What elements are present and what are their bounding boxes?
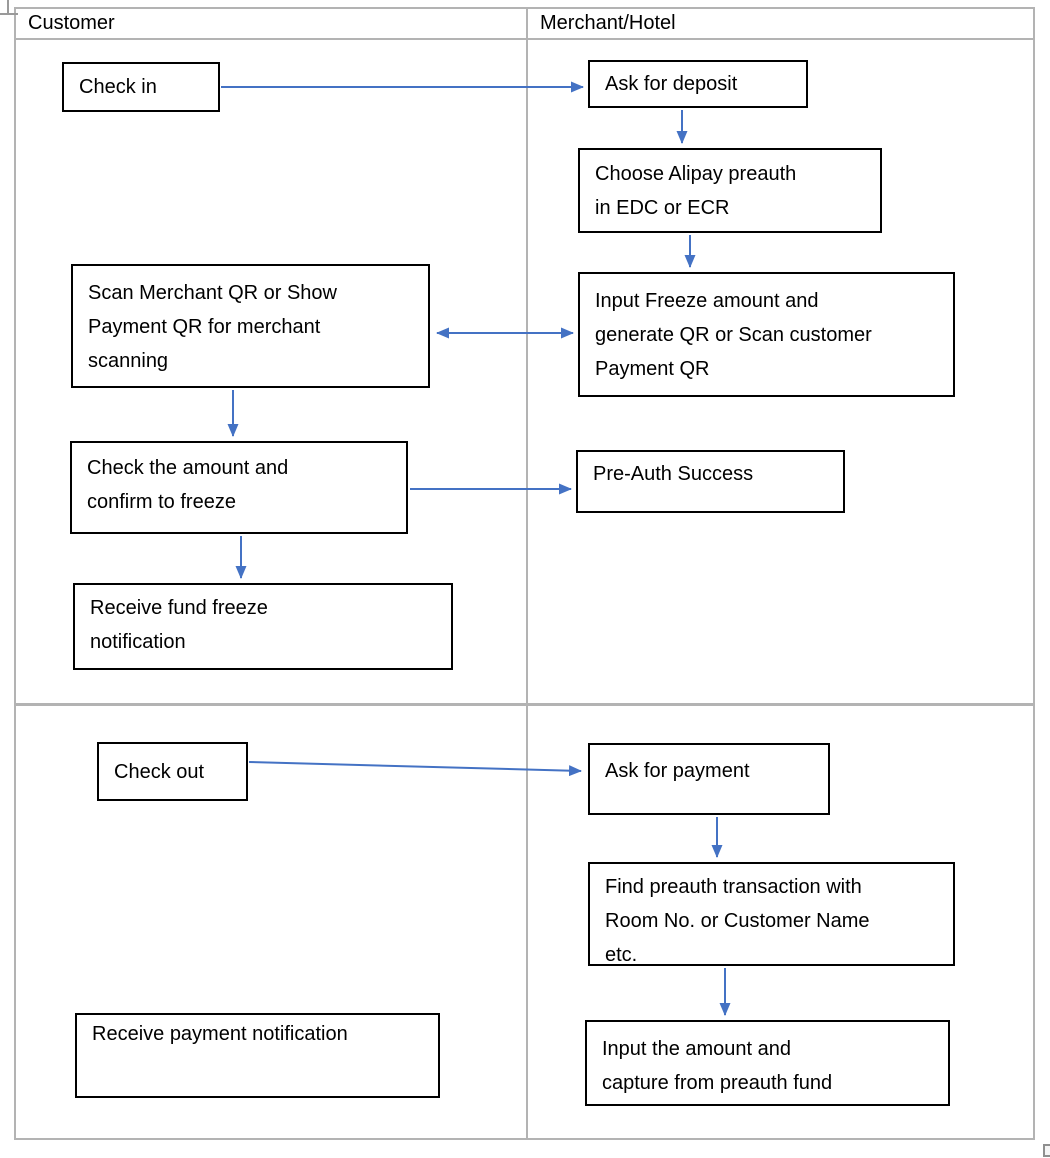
- flow-box-label: Pre-Auth Success: [593, 463, 754, 485]
- flow-box-label: Ask for payment: [605, 760, 750, 782]
- flow-box-label: Choose Alipay preauth: [595, 163, 797, 185]
- flow-box-input-amount-capture: Input the amount and capture from preaut…: [585, 1020, 950, 1106]
- flow-box-label: etc.: [605, 944, 638, 966]
- flow-box-label: Check the amount and: [87, 457, 289, 479]
- flow-box-label: generate QR or Scan customer: [595, 324, 872, 346]
- flow-box-check-in: Check in: [62, 62, 220, 112]
- table-move-handle-mark[interactable]: [0, 13, 18, 15]
- flow-box-check-out: Check out: [97, 742, 248, 801]
- lane-header-merchant: Merchant/Hotel: [540, 12, 676, 34]
- flow-box-label: Check in: [79, 76, 157, 98]
- flow-box-label: confirm to freeze: [87, 491, 236, 513]
- table-resize-handle[interactable]: [1043, 1144, 1050, 1157]
- flow-box-choose-alipay-preauth: Choose Alipay preauth in EDC or ECR: [578, 148, 882, 233]
- flow-box-ask-for-deposit: Ask for deposit: [588, 60, 808, 108]
- flow-box-input-freeze-amount: Input Freeze amount and generate QR or S…: [578, 272, 955, 397]
- flow-box-scan-merchant-qr: Scan Merchant QR or Show Payment QR for …: [71, 264, 430, 388]
- flow-box-label: Input Freeze amount and: [595, 290, 819, 312]
- flow-box-label: Input the amount and: [602, 1038, 792, 1060]
- flow-box-label: capture from preauth fund: [602, 1072, 833, 1094]
- flow-box-label: Room No. or Customer Name: [605, 910, 870, 932]
- flow-box-receive-payment-notification: Receive payment notification: [75, 1013, 440, 1098]
- flow-box-check-amount-confirm-freeze: Check the amount and confirm to freeze: [70, 441, 408, 534]
- flow-box-find-preauth-transaction: Find preauth transaction with Room No. o…: [588, 862, 955, 966]
- flow-box-label: Ask for deposit: [605, 73, 738, 95]
- flow-box-label: Receive fund freeze: [90, 597, 268, 619]
- table-move-handle-mark[interactable]: [7, 0, 9, 14]
- flow-box-label: Payment QR for merchant: [88, 316, 321, 338]
- flow-box-ask-for-payment: Ask for payment: [588, 743, 830, 815]
- flow-box-label: scanning: [88, 350, 169, 372]
- table-header-underline: [14, 38, 1035, 40]
- flow-box-label: Receive payment notification: [92, 1023, 348, 1045]
- flow-box-label: Find preauth transaction with: [605, 876, 862, 898]
- flow-box-preauth-success: Pre-Auth Success: [576, 450, 845, 513]
- flow-box-label: Scan Merchant QR or Show: [88, 282, 337, 304]
- lane-header-customer: Customer: [28, 12, 115, 34]
- flow-box-label: in EDC or ECR: [595, 197, 730, 219]
- flow-box-label: notification: [90, 631, 186, 653]
- flow-box-label: Check out: [114, 760, 205, 783]
- flow-box-receive-fund-freeze-notification: Receive fund freeze notification: [73, 583, 453, 670]
- lane-divider: [526, 7, 528, 1140]
- flow-box-label: Payment QR: [595, 358, 710, 380]
- table-frame: [14, 7, 1035, 1140]
- section-divider: [14, 703, 1035, 706]
